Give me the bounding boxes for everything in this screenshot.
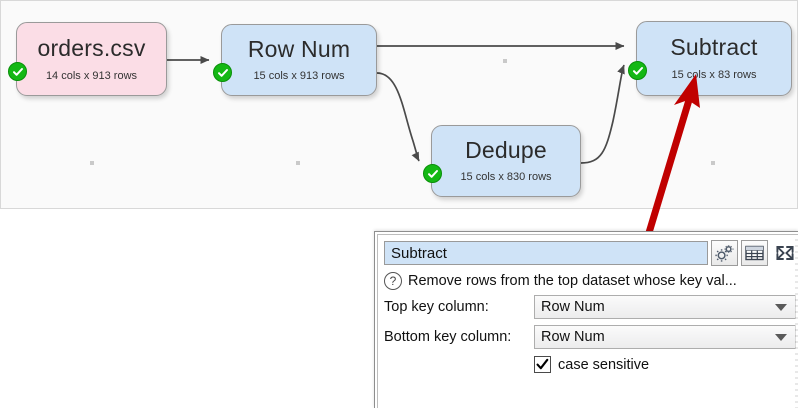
green-check-icon [213, 63, 232, 82]
top-key-column-value: Row Num [541, 299, 605, 315]
case-sensitive-checkbox[interactable] [534, 356, 551, 373]
case-sensitive-label: case sensitive [558, 356, 650, 373]
top-key-column-row: Top key column: Row Num [378, 292, 798, 322]
table-icon[interactable] [741, 240, 768, 266]
case-sensitive-row: case sensitive [378, 352, 798, 376]
green-check-icon [8, 62, 27, 81]
panel-help-text: Remove rows from the top dataset whose k… [408, 273, 737, 289]
panel-name-field[interactable]: Subtract [384, 241, 708, 265]
panel-title-row: Subtract [378, 235, 798, 270]
grid-dot [711, 161, 715, 165]
properties-panel: Subtract [374, 231, 798, 408]
bottom-key-column-dropdown[interactable]: Row Num [534, 325, 796, 349]
node-orders-csv[interactable]: orders.csv 14 cols x 913 rows [8, 22, 167, 96]
wire-dedupe-to-subtract [580, 64, 625, 164]
check-icon [536, 358, 549, 370]
grid-dot [296, 161, 300, 165]
panel-right-edge [795, 235, 798, 408]
green-check-icon [423, 164, 442, 183]
node-title: orders.csv [37, 34, 146, 61]
node-dedupe[interactable]: Dedupe 15 cols x 830 rows [423, 125, 581, 197]
grid-dot [503, 59, 507, 63]
node-subtract[interactable]: Subtract 15 cols x 83 rows [628, 21, 792, 96]
node-title: Subtract [670, 34, 758, 60]
top-key-column-label: Top key column: [384, 299, 489, 315]
bottom-key-column-value: Row Num [541, 329, 605, 345]
green-check-icon [628, 61, 647, 80]
top-key-column-dropdown[interactable]: Row Num [534, 295, 796, 319]
node-subtitle: 14 cols x 913 rows [45, 69, 138, 82]
chevron-down-icon [775, 334, 787, 341]
question-mark-icon[interactable]: ? [384, 272, 402, 290]
panel-help-row: ? Remove rows from the top dataset whose… [378, 270, 798, 292]
node-row-num[interactable]: Row Num 15 cols x 913 rows [213, 24, 377, 96]
node-subtitle: 15 cols x 83 rows [671, 69, 757, 81]
node-subtitle: 15 cols x 830 rows [460, 171, 552, 183]
expand-icon[interactable] [771, 240, 798, 266]
wire-rownum-to-dedupe [376, 72, 420, 162]
bottom-key-column-label: Bottom key column: [384, 329, 512, 345]
connector-wires [167, 42, 625, 164]
grid-dot [90, 161, 94, 165]
node-subtitle: 15 cols x 913 rows [253, 70, 345, 82]
flow-canvas[interactable]: orders.csv 14 cols x 913 rows Row Num 15… [0, 0, 798, 209]
node-title: Row Num [247, 36, 351, 62]
chevron-down-icon [775, 304, 787, 311]
canvas-grid-dots [1, 1, 797, 208]
gears-icon[interactable] [711, 240, 738, 266]
bottom-key-column-row: Bottom key column: Row Num [378, 322, 798, 352]
node-title: Dedupe [465, 137, 547, 163]
